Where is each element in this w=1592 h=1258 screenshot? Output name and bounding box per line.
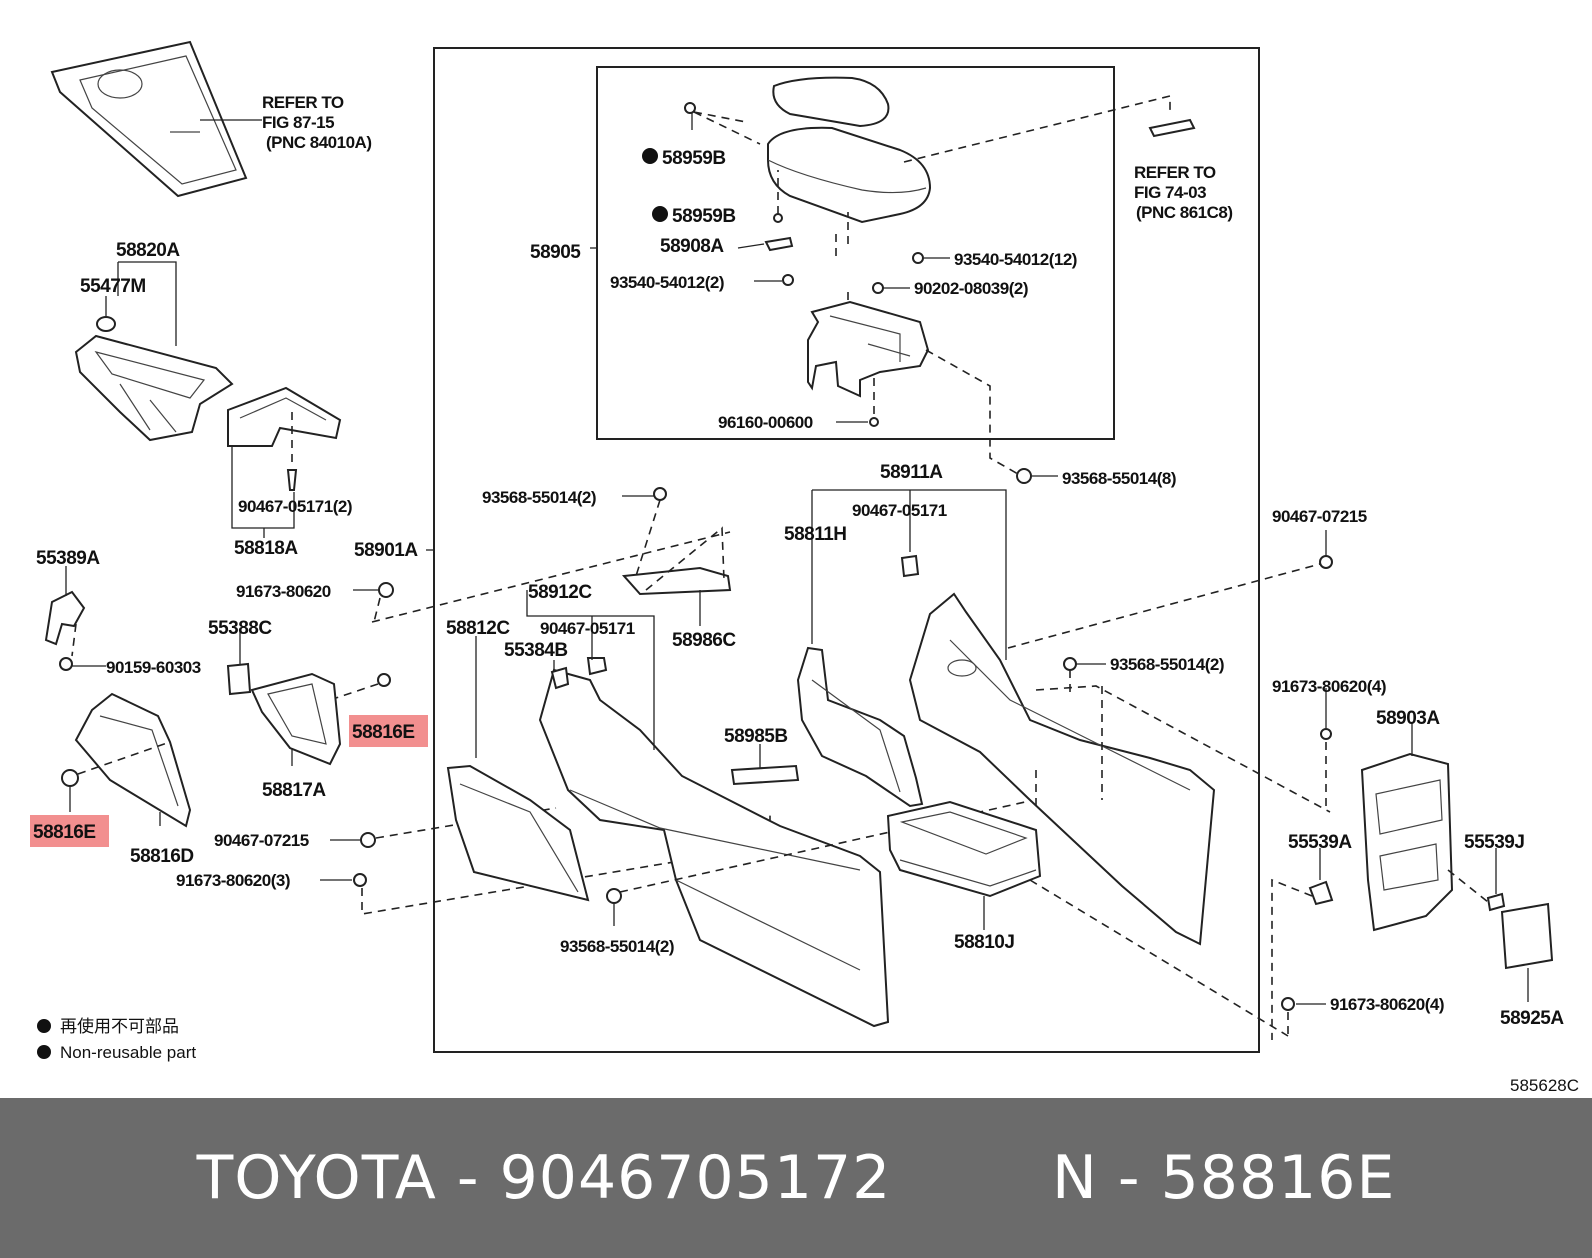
label-55539A: 55539A <box>1288 832 1352 853</box>
parts-diagram: REFER TO FIG 87-15 (PNC 84010A) REFER TO… <box>30 40 1579 1095</box>
label-58986C: 58986C <box>672 630 736 651</box>
label-96160-00600: 96160-00600 <box>718 413 813 432</box>
armrest-drawing <box>684 76 932 427</box>
bracket-58818A-drawing <box>227 386 342 491</box>
label-58818A: 58818A <box>234 538 298 559</box>
label-58908A: 58908A <box>660 236 724 257</box>
rear-vent-drawing <box>1281 728 1554 1011</box>
highlight-58816E-a <box>349 715 428 747</box>
label-93540-54012-2: 93540-54012(2) <box>610 273 724 292</box>
diagram-code: 585628C <box>1510 1076 1579 1095</box>
label-93568-55014-2b: 93568-55014(2) <box>1110 655 1224 674</box>
label-58911A: 58911A <box>880 462 943 483</box>
label-91673-80620-4b: 91673-80620(4) <box>1330 995 1444 1014</box>
refer-right-line1: REFER TO <box>1134 163 1216 182</box>
non-reusable-dot-b <box>652 206 668 222</box>
label-90467-07215-b: 90467-07215 <box>1272 507 1367 526</box>
label-55384B: 55384B <box>504 640 568 661</box>
legend-dot-en <box>37 1045 51 1059</box>
label-91673-80620: 91673-80620 <box>236 582 331 601</box>
label-58903A: 58903A <box>1376 708 1440 729</box>
armrest-subframe <box>596 66 1115 440</box>
legend-text-jp: 再使用不可部品 <box>60 1016 179 1036</box>
refer-left-line1: REFER TO <box>262 93 344 112</box>
console-box-drawing <box>446 487 890 1028</box>
label-58817A: 58817A <box>262 780 326 801</box>
label-90467-05171-2: 90467-05171(2) <box>238 497 352 516</box>
label-58816E-b: 58816E <box>33 822 96 843</box>
label-58959B-a: 58959B <box>662 148 726 169</box>
legend-text-en: Non-reusable part <box>60 1043 196 1062</box>
panel-58816D-drawing <box>74 692 192 828</box>
label-55539J: 55539J <box>1464 832 1524 853</box>
label-91673-80620-4a: 91673-80620(4) <box>1272 677 1386 696</box>
footer-part-number: 9046705172 <box>499 1143 892 1213</box>
footer-gap <box>891 1143 1052 1213</box>
label-58812C: 58812C <box>446 618 510 639</box>
shift-panel-drawing <box>50 40 248 198</box>
side-panels-drawing <box>796 554 1333 946</box>
cup-holder-drawing <box>74 316 234 442</box>
label-93568-55014-2a: 93568-55014(2) <box>482 488 596 507</box>
refer-right-line2: FIG 74-03 <box>1134 183 1206 202</box>
label-90467-05171-c: 90467-05171 <box>852 501 947 520</box>
label-93568-55014-8: 93568-55014(8) <box>1062 469 1176 488</box>
non-reusable-dot-a <box>642 148 658 164</box>
label-58820A: 58820A <box>116 240 180 261</box>
label-58816D: 58816D <box>130 846 194 867</box>
refer-left-line2: FIG 87-15 <box>262 113 334 132</box>
refer-left-line3: (PNC 84010A) <box>266 133 372 152</box>
footer-banner: TOYOTA - 9046705172 N - 58816E <box>0 1098 1592 1258</box>
label-58925A: 58925A <box>1500 1008 1564 1029</box>
label-93568-55014-2c: 93568-55014(2) <box>560 937 674 956</box>
label-90467-07215-a: 90467-07215 <box>214 831 309 850</box>
label-55388C: 55388C <box>208 618 272 639</box>
label-93540-54012-12: 93540-54012(12) <box>954 250 1077 269</box>
label-58959B-b: 58959B <box>672 206 736 227</box>
footer-ref: N - 58816E <box>1051 1143 1396 1213</box>
label-91673-80620-3: 91673-80620(3) <box>176 871 290 890</box>
label-90202-08039-2: 90202-08039(2) <box>914 279 1028 298</box>
label-90467-05171-b: 90467-05171 <box>540 619 635 638</box>
refer-right-line3: (PNC 861C8) <box>1136 203 1233 222</box>
tray-58810J-drawing <box>886 800 1042 898</box>
footer-sep: - <box>436 1143 500 1213</box>
legend-dot-jp <box>37 1019 51 1033</box>
label-58912C: 58912C <box>528 582 592 603</box>
clip-55388C-drawing <box>226 662 252 696</box>
label-58810J: 58810J <box>954 932 1014 953</box>
label-58985B: 58985B <box>724 726 788 747</box>
label-55389A: 55389A <box>36 548 100 569</box>
label-58811H: 58811H <box>784 524 847 545</box>
label-55477M: 55477M <box>80 276 146 297</box>
footer-brand: TOYOTA <box>196 1143 437 1213</box>
label-58905: 58905 <box>530 242 581 263</box>
highlight-58816E-b <box>30 815 109 847</box>
clip-55389A-drawing <box>44 590 86 671</box>
label-58816E-a: 58816E <box>352 722 415 743</box>
label-90159-60303: 90159-60303 <box>106 658 201 677</box>
label-58901A: 58901A <box>354 540 418 561</box>
panel-58817A-drawing <box>250 672 342 766</box>
